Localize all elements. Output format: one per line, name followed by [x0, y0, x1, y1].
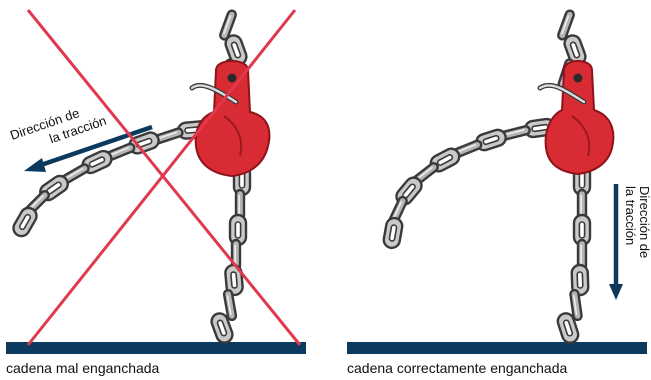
right-panel: Dirección de la tracción	[347, 10, 651, 354]
pull-direction-arrow-right	[609, 184, 623, 300]
arrow-label-right-line1: Dirección de	[637, 186, 651, 258]
caption-wrong: cadena mal enganchada	[6, 360, 159, 376]
floor-bar-right	[347, 342, 647, 354]
caption-correct: cadena correctamente enganchada	[347, 360, 567, 376]
slack-chain-left	[11, 121, 209, 239]
vertical-chain-right	[556, 10, 590, 345]
grab-hook-icon	[192, 61, 269, 176]
left-panel: Dirección de la tracción	[6, 10, 306, 354]
arrow-label-right-line2: la tracción	[623, 186, 638, 245]
grab-hook-icon	[540, 61, 613, 174]
floor-bar-left	[6, 342, 306, 354]
vertical-chain-left	[209, 10, 250, 345]
slack-chain-right	[383, 118, 556, 249]
